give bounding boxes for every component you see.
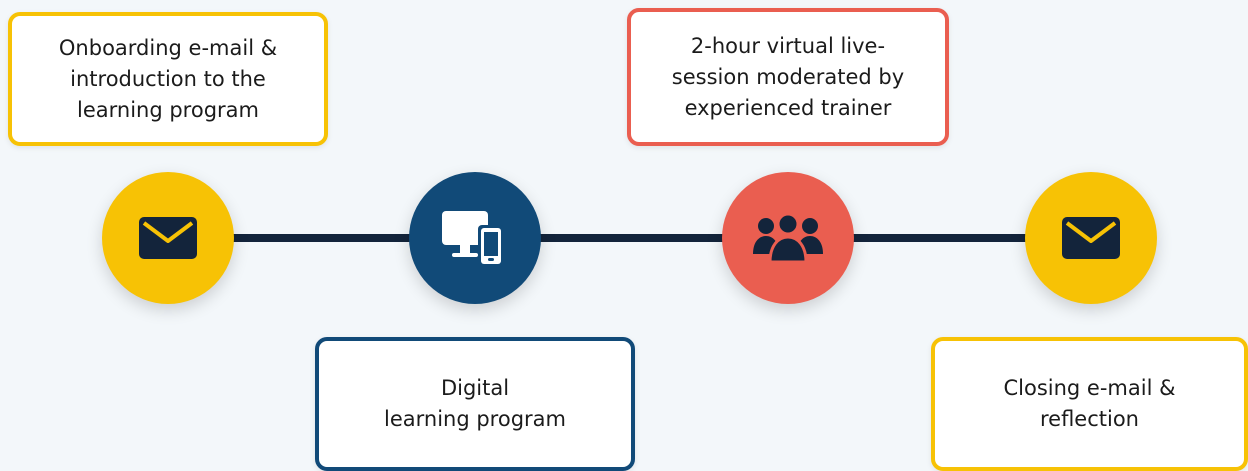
step-digital-label: Digital learning program <box>384 376 566 431</box>
envelope-icon <box>139 217 197 259</box>
envelope-icon <box>1062 217 1120 259</box>
step-digital-box: Digital learning program <box>315 337 635 471</box>
devices-icon <box>442 211 504 267</box>
step-closing-node <box>1025 172 1157 304</box>
group-icon <box>753 214 823 262</box>
step-digital-node <box>409 172 541 304</box>
step-live-session-label: 2-hour virtual live- session moderated b… <box>671 33 905 120</box>
step-onboarding-node <box>102 172 234 304</box>
step-live-session-node <box>722 172 854 304</box>
step-live-session-box: 2-hour virtual live- session moderated b… <box>627 8 949 146</box>
step-onboarding-label: Onboarding e-mail & introduction to the … <box>58 35 278 122</box>
step-onboarding-box: Onboarding e-mail & introduction to the … <box>8 12 328 146</box>
process-timeline: Onboarding e-mail & introduction to the … <box>8 8 1248 471</box>
step-closing-label: Closing e-mail & reflection <box>1003 376 1176 431</box>
step-closing-box: Closing e-mail & reflection <box>931 337 1248 471</box>
timeline-connector <box>166 234 1092 242</box>
